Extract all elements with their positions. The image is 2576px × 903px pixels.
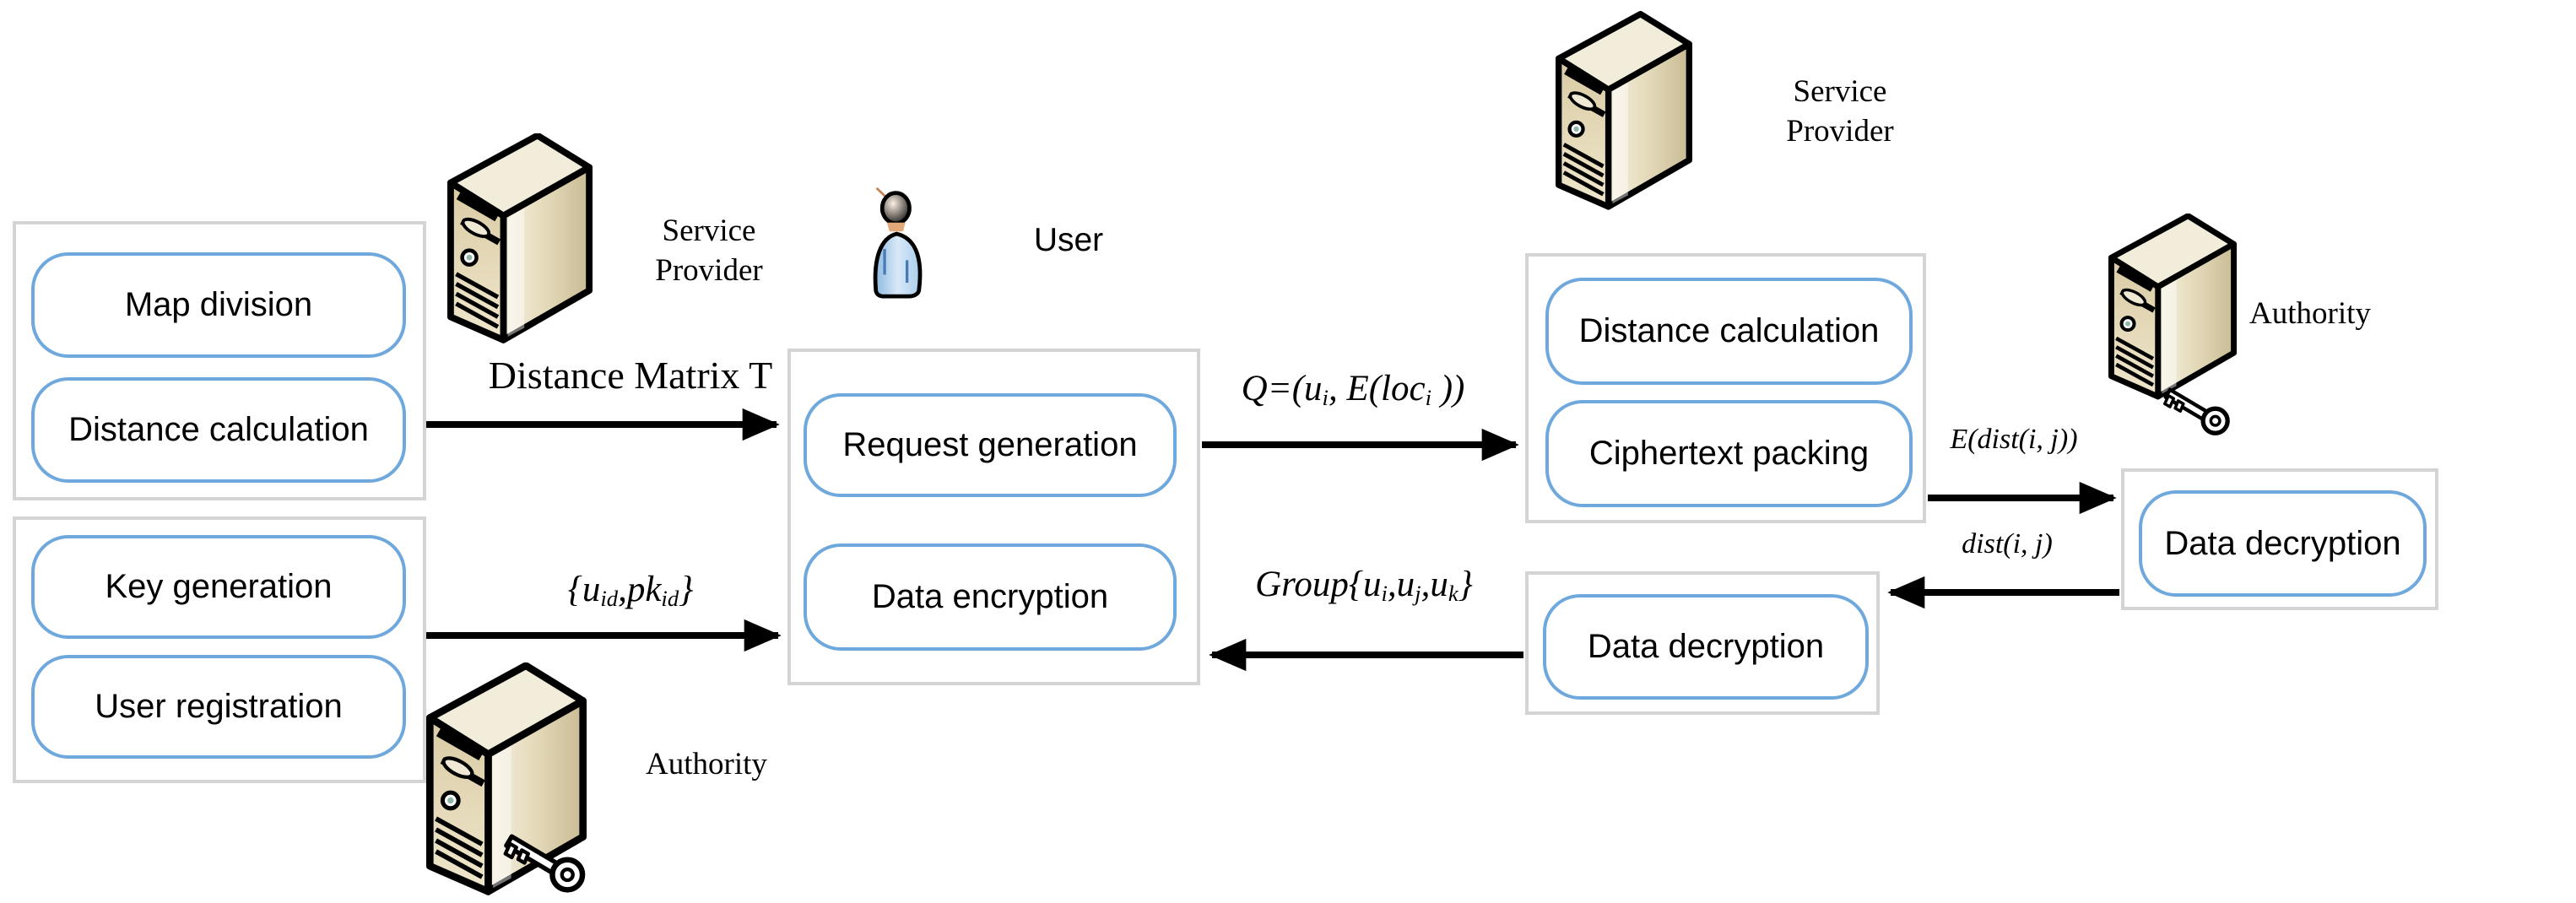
data-decryption-right-panel: Data decryption xyxy=(2121,468,2438,610)
group-message-label: Group{ui,uj,uk} xyxy=(1255,565,1473,606)
key-generation-box: Key generation xyxy=(31,535,406,639)
data-decryption-mid-box: Data decryption xyxy=(1543,594,1869,700)
distance-matrix-label: Distance Matrix T xyxy=(488,354,773,397)
ciphertext-packing-label: Ciphertext packing xyxy=(1588,435,1870,472)
key-generation-label: Key generation xyxy=(105,568,333,605)
user-registration-label: User registration xyxy=(95,688,343,725)
service-provider-right-label: Service Provider xyxy=(1786,74,1894,149)
key-registration-message-label: {uid,pkid} xyxy=(567,570,694,611)
authority-right-label: Authority xyxy=(2249,296,2371,331)
distance-result-message-label: dist(i, j) xyxy=(1962,528,2053,560)
distance-calculation-right-box: Distance calculation xyxy=(1545,278,1913,385)
data-decryption-mid-panel: Data decryption xyxy=(1525,571,1880,715)
distance-calculation-right-label: Distance calculation xyxy=(1578,312,1880,349)
service-provider-left-panel: Map division Distance calculation xyxy=(13,221,426,500)
data-encryption-label: Data encryption xyxy=(871,578,1109,615)
data-decryption-mid-label: Data decryption xyxy=(1587,628,1825,665)
service-provider-left-label: Service Provider xyxy=(655,214,763,289)
user-registration-box: User registration xyxy=(31,655,406,759)
data-encryption-box: Data encryption xyxy=(804,543,1177,651)
encrypted-distance-message-label: E(dist(i, j)) xyxy=(1950,424,2078,455)
data-decryption-right-box: Data decryption xyxy=(2139,490,2427,597)
user-panel: Request generation Data encryption xyxy=(787,349,1200,685)
data-decryption-right-label: Data decryption xyxy=(2164,524,2401,562)
user-label: User xyxy=(1033,222,1104,258)
query-message-label: Q=(ui, E(loci )) xyxy=(1241,369,1465,410)
authority-bottom-label: Authority xyxy=(646,747,767,781)
map-division-box: Map division xyxy=(31,252,406,358)
distance-calculation-left-box: Distance calculation xyxy=(31,377,406,483)
map-division-label: Map division xyxy=(124,286,313,323)
service-provider-right-panel: Distance calculation Ciphertext packing xyxy=(1525,253,1926,523)
ciphertext-packing-box: Ciphertext packing xyxy=(1545,400,1913,507)
request-generation-label: Request generation xyxy=(842,426,1138,463)
authority-left-panel: Key generation User registration xyxy=(13,516,426,783)
request-generation-box: Request generation xyxy=(804,393,1177,497)
distance-calculation-left-label: Distance calculation xyxy=(68,411,369,448)
